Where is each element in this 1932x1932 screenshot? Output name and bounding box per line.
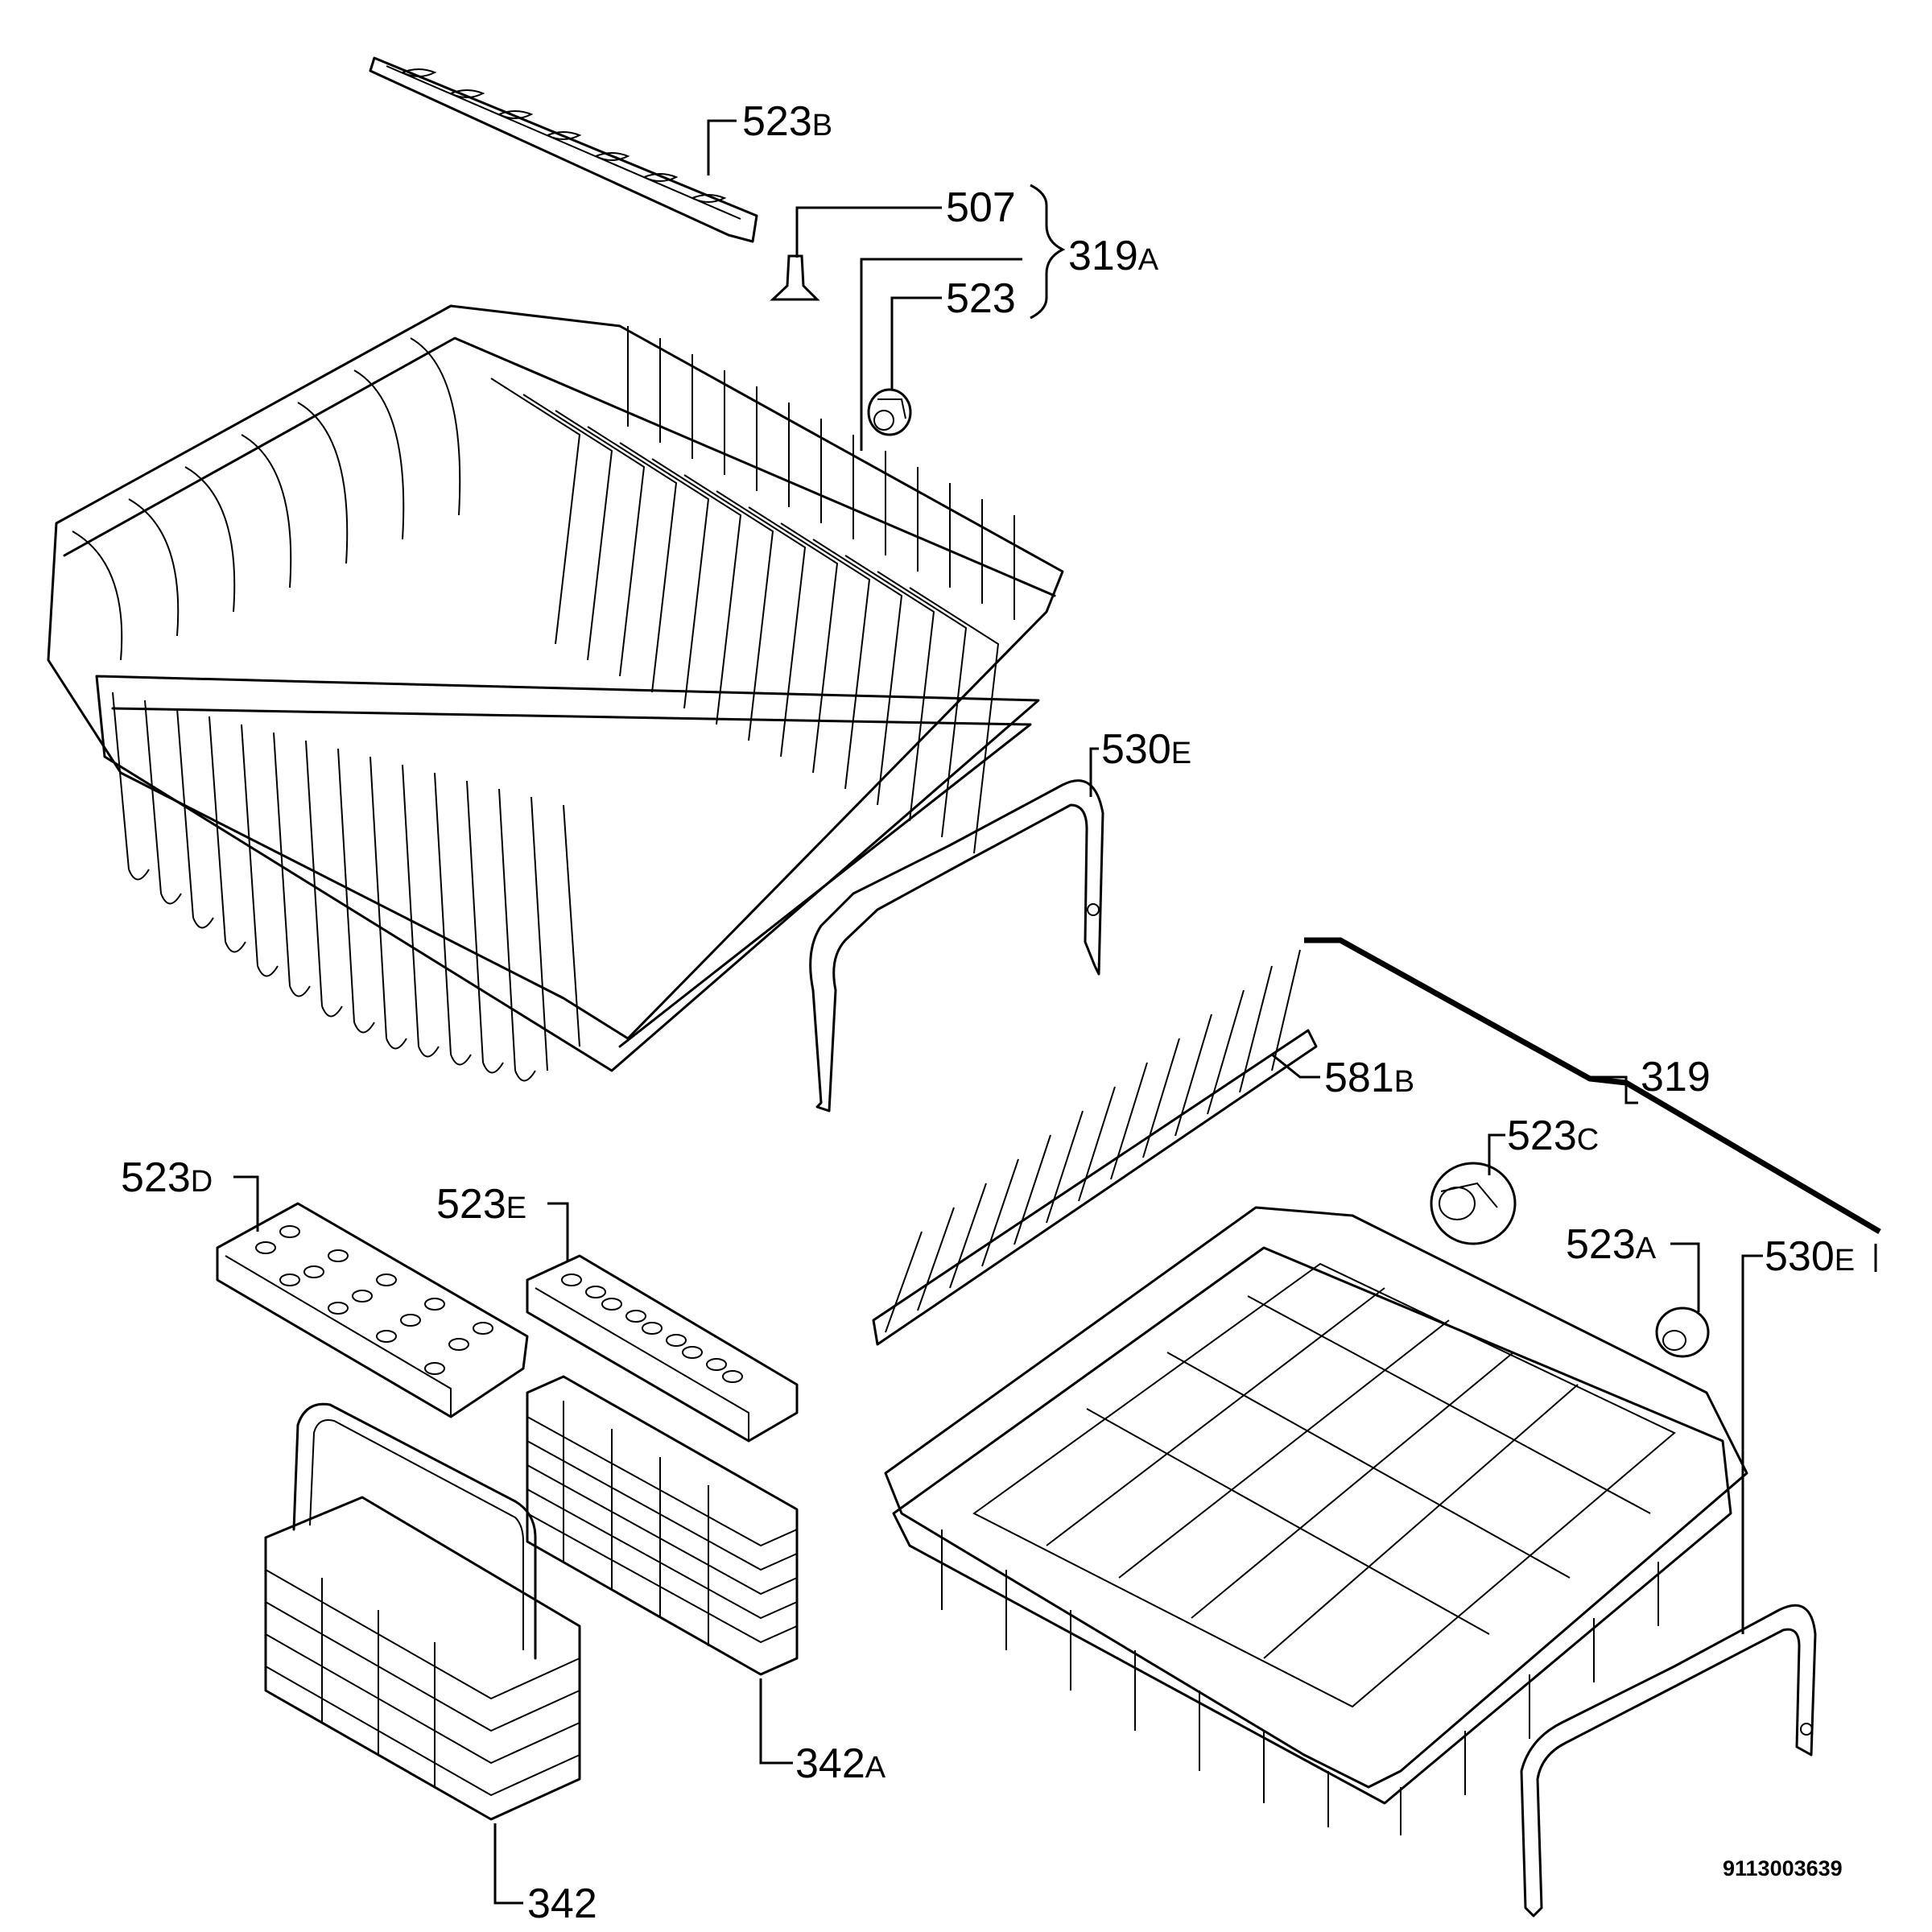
callout-319a: 319A <box>1068 233 1159 279</box>
callout-523c: 523C <box>1507 1113 1599 1159</box>
upper-basket <box>47 304 1064 1082</box>
wheel-523c <box>1430 1162 1517 1245</box>
callout-530e-lower: 530E <box>1765 1233 1855 1280</box>
callout-581b: 581B <box>1324 1055 1414 1101</box>
cutlery-basket-342a <box>526 1375 799 1676</box>
callout-523a: 523A <box>1566 1221 1657 1268</box>
callout-342: 342 <box>527 1880 597 1927</box>
document-number: 9113003639 <box>1723 1856 1843 1880</box>
wheel-523a <box>1655 1307 1710 1358</box>
callout-342a: 342A <box>795 1740 886 1787</box>
callout-319: 319 <box>1641 1054 1711 1100</box>
callout-507: 507 <box>946 184 1016 231</box>
tine-rack-581b <box>872 949 1318 1346</box>
callout-523b: 523B <box>742 98 832 145</box>
cup-rack-523b <box>369 56 758 243</box>
rail-530e-lower <box>1520 1604 1817 1918</box>
cutlery-basket-342 <box>264 1402 581 1821</box>
callout-530e-upper: 530E <box>1101 726 1191 773</box>
lower-basket <box>884 1206 1748 1835</box>
callout-523e: 523E <box>436 1181 526 1228</box>
cutlery-grid-523e <box>526 1254 799 1443</box>
leader-lines <box>233 119 1881 1905</box>
callout-523d: 523D <box>121 1154 213 1201</box>
rail-530e-upper <box>809 779 1104 1113</box>
pin-507 <box>770 254 820 301</box>
cutlery-grid-523d <box>216 1202 529 1418</box>
callout-523: 523 <box>946 275 1016 322</box>
wheel-523 <box>867 388 912 436</box>
